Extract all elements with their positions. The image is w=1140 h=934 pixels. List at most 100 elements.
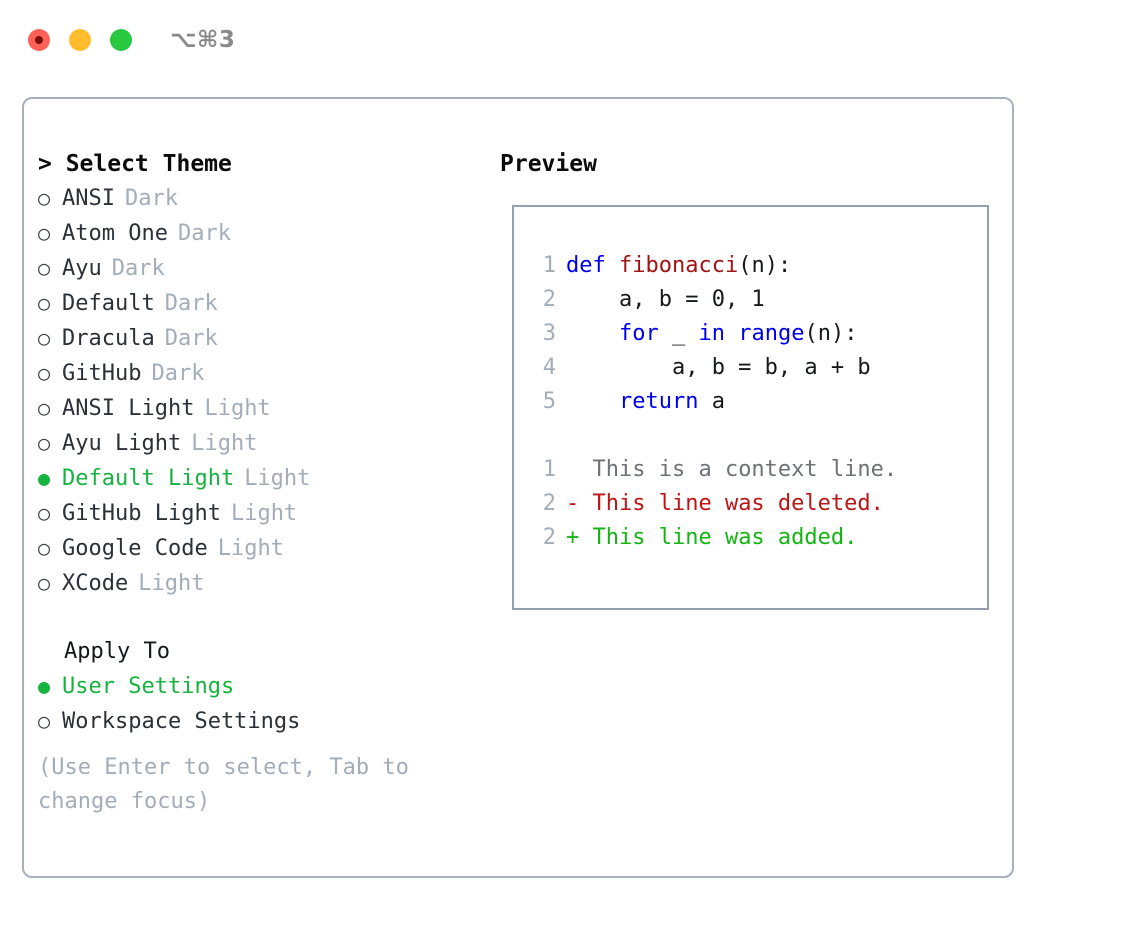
maximize-window-button[interactable]	[110, 29, 132, 51]
code-line-number: 4	[542, 355, 556, 380]
code-line: 3 for _ in range(n):	[528, 317, 871, 351]
theme-option-label: Atom One	[62, 221, 168, 246]
radio-unselected-icon: ○	[38, 709, 51, 733]
theme-option-default-light[interactable]: ● Default Light Light	[38, 461, 498, 496]
code-token-plain	[566, 389, 619, 414]
theme-option-kind: Light	[244, 466, 311, 491]
code-line-number: 5	[542, 389, 556, 414]
radio-unselected-icon: ○	[38, 501, 51, 525]
code-line-content: a, b = 0, 1	[566, 283, 765, 317]
apply-to-option-workspace-settings[interactable]: ○ Workspace Settings	[38, 704, 498, 739]
code-line-content: a, b = b, a + b	[566, 351, 871, 385]
theme-option-kind: Dark	[124, 186, 178, 211]
code-token-keyword: for	[618, 321, 659, 346]
diff-line-number: 2	[542, 491, 556, 516]
theme-option-kind: Light	[138, 571, 205, 596]
radio-unselected-icon: ○	[38, 431, 51, 455]
theme-option-label: GitHub Light	[62, 501, 221, 526]
theme-option-ayu-light[interactable]: ○ Ayu Light Light	[38, 426, 498, 461]
code-line-content: return a	[566, 385, 725, 419]
close-window-button[interactable]	[28, 29, 50, 51]
traffic-light-group	[28, 29, 132, 51]
diff-line-text: This is a context line.	[579, 457, 898, 482]
theme-option-github[interactable]: ○ GitHub Dark	[38, 356, 498, 391]
code-line-number: 2	[542, 287, 556, 312]
theme-option-label: Ayu Light	[62, 431, 182, 456]
keyboard-shortcut-label: ⌥⌘3	[170, 27, 236, 53]
diff-marker: -	[566, 491, 580, 516]
theme-option-kind: Dark	[151, 361, 205, 386]
radio-unselected-icon: ○	[38, 396, 51, 420]
code-line: 5 return a	[528, 385, 871, 419]
theme-option-label: Default	[62, 291, 155, 316]
theme-option-kind: Light	[191, 431, 258, 456]
theme-option-github-light[interactable]: ○ GitHub Light Light	[38, 496, 498, 531]
code-line: 1 def fibonacci(n):	[528, 249, 871, 283]
code-line-number: 1	[542, 253, 556, 278]
code-token-plain: a	[698, 389, 725, 414]
theme-option-kind: Dark	[111, 256, 165, 281]
code-token-plain: _	[658, 321, 699, 346]
code-token-plain: a, b = b, a + b	[566, 355, 871, 380]
radio-unselected-icon: ○	[38, 326, 51, 350]
radio-unselected-icon: ○	[38, 186, 51, 210]
select-theme-header: > Select Theme	[38, 151, 232, 177]
code-line-number: 3	[542, 321, 556, 346]
code-token-keyword: return	[618, 389, 699, 414]
theme-option-label: XCode	[62, 571, 129, 596]
theme-option-default[interactable]: ○ Default Dark	[38, 286, 498, 321]
theme-option-label: Default Light	[62, 466, 235, 491]
theme-option-label: Google Code	[62, 536, 208, 561]
theme-option-kind: Light	[230, 501, 298, 526]
code-line-content: def fibonacci(n):	[566, 249, 791, 283]
code-token-plain: a, b = 0, 1	[566, 287, 765, 312]
theme-option-kind: Light	[204, 396, 271, 421]
diff-marker	[566, 453, 579, 487]
theme-option-ayu[interactable]: ○ Ayu Dark	[38, 251, 498, 286]
code-token-plain	[566, 321, 619, 346]
section-spacer	[38, 601, 498, 635]
code-token-keyword: def	[566, 253, 619, 278]
diff-marker: +	[566, 525, 580, 550]
theme-option-label: GitHub	[62, 361, 142, 386]
recording-dot-icon	[35, 36, 43, 44]
radio-selected-icon: ●	[38, 466, 51, 490]
theme-option-ansi[interactable]: ○ ANSI Dark	[38, 181, 498, 216]
theme-option-kind: Light	[217, 536, 284, 561]
radio-unselected-icon: ○	[38, 361, 51, 385]
diff-line-added: 2+ This line was added.	[528, 521, 897, 555]
apply-to-option-user-settings[interactable]: ● User Settings	[38, 669, 498, 704]
diff-line-text: This line was deleted.	[579, 491, 884, 516]
code-token-keyword: range	[738, 321, 805, 346]
preview-section: Preview	[500, 147, 1000, 181]
apply-to-option-label: Workspace Settings	[62, 709, 301, 734]
code-line: 4 a, b = b, a + b	[528, 351, 871, 385]
radio-unselected-icon: ○	[38, 291, 51, 315]
radio-unselected-icon: ○	[38, 256, 51, 280]
diff-sample: 1 This is a context line.2- This line wa…	[528, 453, 897, 555]
diff-line-context: 1 This is a context line.	[528, 453, 897, 487]
code-line: 2 a, b = 0, 1	[528, 283, 871, 317]
title-bar: ⌥⌘3	[0, 0, 1140, 80]
apply-to-option-label: User Settings	[62, 674, 235, 699]
minimize-window-button[interactable]	[69, 29, 91, 51]
diff-line-deleted: 2- This line was deleted.	[528, 487, 897, 521]
apply-to-header: Apply To	[64, 639, 170, 664]
radio-unselected-icon: ○	[38, 571, 51, 595]
theme-option-kind: Dark	[164, 291, 218, 316]
keyboard-hint-text: (Use Enter to select, Tab to change focu…	[38, 755, 423, 814]
theme-option-label: Ayu	[62, 256, 102, 281]
theme-option-xcode[interactable]: ○ XCode Light	[38, 566, 498, 601]
code-token-plain	[725, 321, 738, 346]
theme-option-label: ANSI	[62, 186, 115, 211]
theme-option-kind: Dark	[164, 326, 218, 351]
radio-selected-icon: ●	[38, 674, 51, 698]
theme-option-ansi-light[interactable]: ○ ANSI Light Light	[38, 391, 498, 426]
diff-line-number: 1	[542, 457, 556, 482]
theme-option-label: ANSI Light	[62, 396, 195, 421]
